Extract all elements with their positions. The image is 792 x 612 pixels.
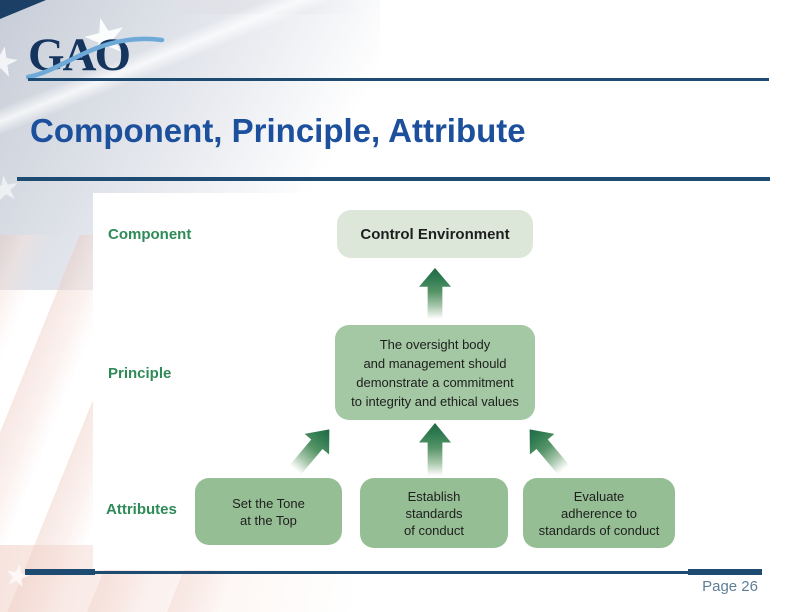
attribute-box-3-text: Evaluate adherence to standards of condu… <box>538 488 660 538</box>
logo-swoosh-icon <box>26 36 165 80</box>
row-label-attributes: Attributes <box>106 501 177 518</box>
row-label-component: Component <box>108 226 192 243</box>
attribute-box-2-text: Establish standards of conduct <box>404 488 464 538</box>
row-label-principle: Principle <box>108 365 172 382</box>
page-title: Component, Principle, Attribute <box>30 112 526 149</box>
attribute-box-3: Evaluate adherence to standards of condu… <box>523 478 675 548</box>
attribute-box-1: Set the Tone at the Top <box>195 478 342 545</box>
logo-divider <box>28 78 769 81</box>
gao-logo: GAO <box>26 30 165 82</box>
footer-divider <box>25 571 762 574</box>
attribute-box-1-text: Set the Tone at the Top <box>232 495 305 528</box>
title-divider <box>17 177 770 181</box>
component-box: Control Environment <box>337 210 533 258</box>
attribute-box-2: Establish standards of conduct <box>360 478 508 548</box>
principle-box-text: The oversight body and management should… <box>351 336 519 409</box>
page-number: Page 26 <box>702 578 758 595</box>
footer-divider-left-accent <box>25 569 95 575</box>
component-box-text: Control Environment <box>360 225 510 243</box>
principle-box: The oversight body and management should… <box>335 325 535 420</box>
footer-divider-right-accent <box>688 569 762 575</box>
